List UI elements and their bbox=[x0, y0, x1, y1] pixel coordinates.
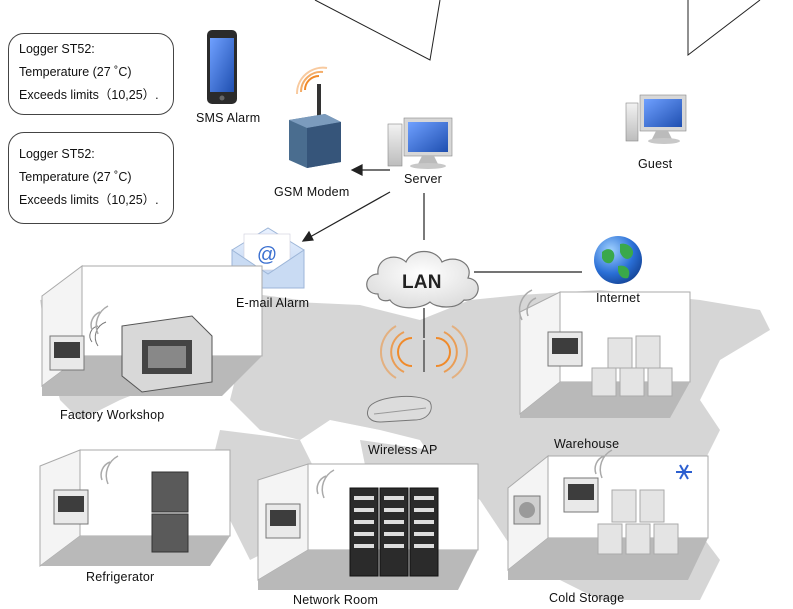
cold-storage-label: Cold Storage bbox=[549, 591, 625, 605]
server-computer-icon bbox=[387, 117, 453, 169]
guest-computer-icon bbox=[625, 94, 687, 144]
lan-label: LAN bbox=[402, 272, 442, 293]
wireless-ap-icon bbox=[367, 325, 469, 423]
guest-label: Guest bbox=[638, 157, 673, 171]
refrigerator-label: Refrigerator bbox=[86, 570, 155, 584]
sms-alert-bubble: Logger ST52: Temperature (27 ˚C) Exceeds… bbox=[8, 33, 174, 115]
network-room-label: Network Room bbox=[293, 593, 379, 607]
sms-alarm-label: SMS Alarm bbox=[196, 111, 261, 125]
email-alert-bubble: Logger ST52: Temperature (27 ˚C) Exceeds… bbox=[8, 132, 174, 224]
alert-temperature-line: Temperature (27 ˚C) bbox=[19, 65, 132, 79]
warehouse-label: Warehouse bbox=[554, 437, 620, 451]
logger-signal-arcs bbox=[90, 289, 613, 499]
server-label: Server bbox=[404, 172, 443, 186]
alert-logger-line: Logger ST52: bbox=[19, 147, 95, 161]
gsm-modem-label: GSM Modem bbox=[274, 185, 350, 199]
cloud-icon bbox=[366, 250, 479, 309]
refrigerator-room bbox=[39, 449, 231, 567]
svg-text:@: @ bbox=[257, 244, 277, 266]
internet-label: Internet bbox=[596, 291, 640, 305]
alert-temperature-line: Temperature (27 ˚C) bbox=[19, 170, 132, 184]
alert-limits-line: Exceeds limits（10,25）. bbox=[19, 88, 159, 102]
cold-storage-room bbox=[507, 454, 709, 580]
connectors bbox=[301, 164, 582, 338]
alert-limits-line: Exceeds limits（10,25）. bbox=[19, 193, 159, 207]
wireless-ap-label: Wireless AP bbox=[368, 443, 438, 457]
globe-icon bbox=[594, 236, 642, 284]
email-alarm-label: E-mail Alarm bbox=[236, 296, 310, 310]
alert-logger-line: Logger ST52: bbox=[19, 42, 95, 56]
snowflake-icon bbox=[676, 464, 692, 480]
factory-room bbox=[41, 265, 263, 396]
warehouse-room bbox=[519, 291, 691, 418]
gsm-modem-icon bbox=[289, 66, 341, 168]
network-room bbox=[257, 463, 479, 590]
factory-workshop-label: Factory Workshop bbox=[60, 408, 165, 422]
top-decor-lines bbox=[314, 0, 761, 61]
phone-icon bbox=[207, 30, 237, 104]
